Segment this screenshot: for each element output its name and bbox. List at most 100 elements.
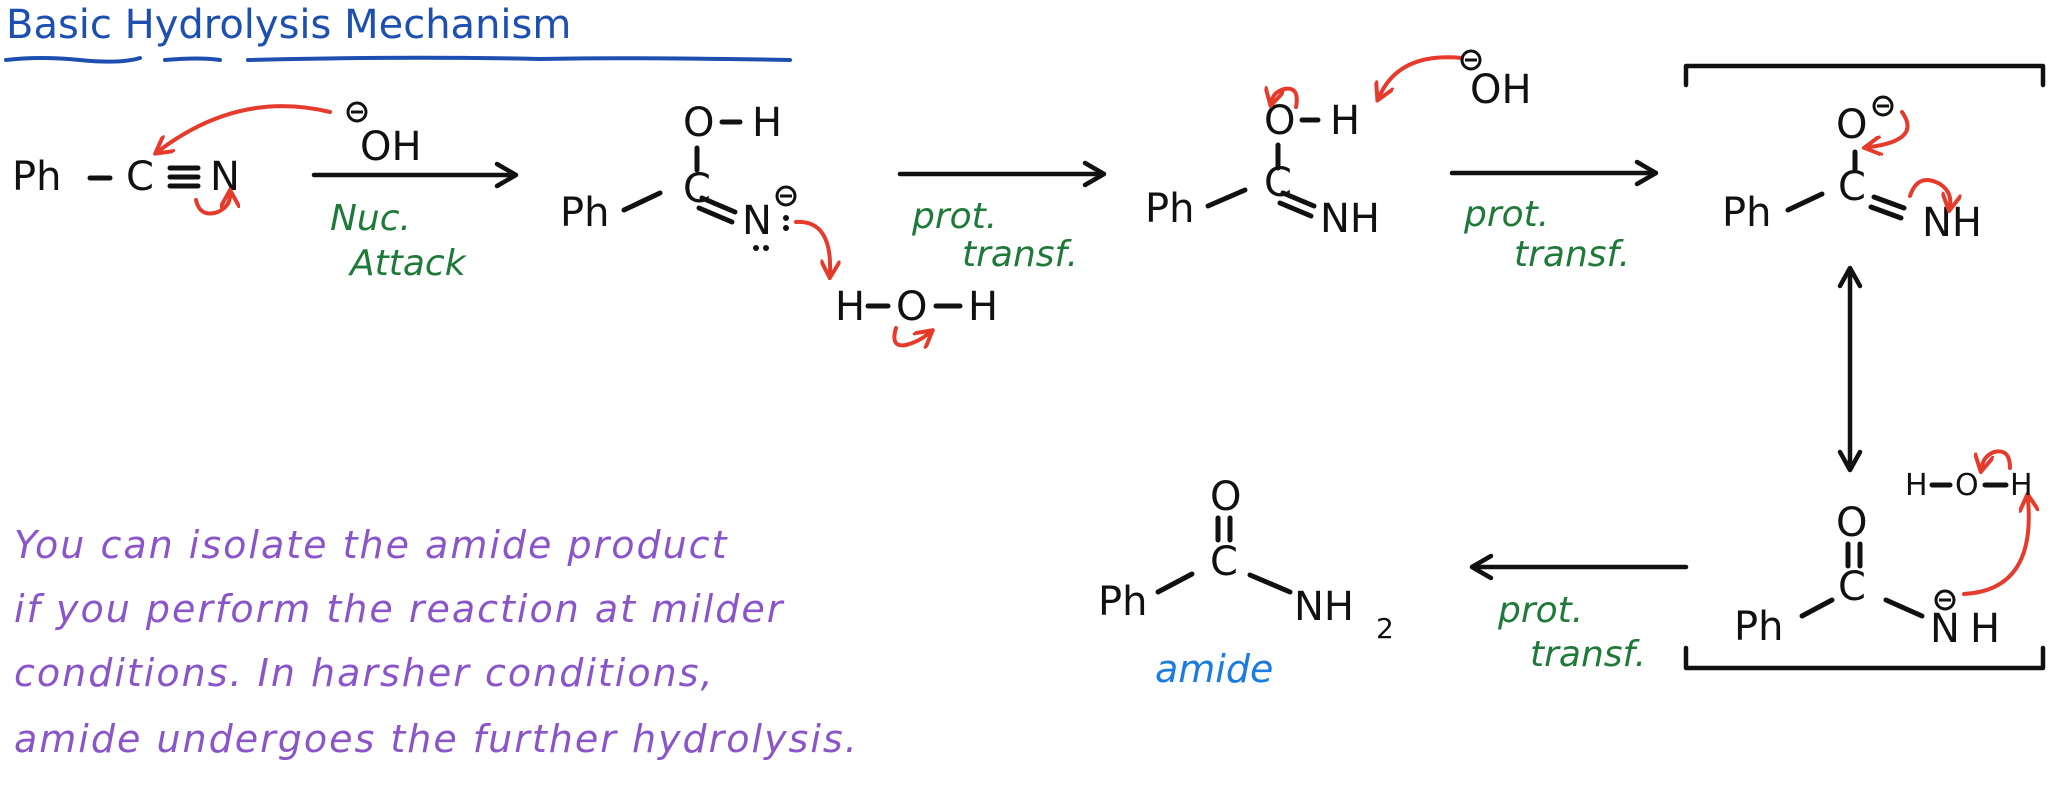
note-line-1: You can isolate the amide product — [14, 523, 729, 567]
atom-n: N — [742, 198, 772, 244]
step-label-1b: Attack — [348, 243, 468, 284]
atom-ph: Ph — [560, 190, 609, 236]
atom-o: O — [1836, 102, 1867, 148]
title-text: Basic Hydrolysis Mechanism — [6, 2, 571, 48]
resonance-arrow-icon — [1837, 265, 1863, 473]
atom-c: C — [1264, 160, 1292, 206]
attack-arrow-icon — [160, 104, 332, 150]
imidic-acid-structure: O H C Ph NH — [1145, 55, 1464, 242]
imidate-anion-structure: O H C Ph N — [560, 100, 830, 272]
lone-pair-dot — [783, 225, 789, 231]
atom-nh: NH — [1294, 584, 1354, 630]
atom-c: C — [683, 166, 711, 212]
atom-nh: NH — [1320, 196, 1380, 242]
step-label-1a: Nuc. — [330, 198, 411, 239]
oh-bond-arrow-icon — [1982, 449, 2012, 468]
ph-c-bond — [1799, 597, 1835, 619]
note-text: You can isolate the amide product if you… — [14, 523, 859, 761]
atom-ph: Ph — [12, 154, 61, 200]
deprotonation-arrow-icon — [794, 219, 830, 272]
atom-h: H — [1330, 98, 1360, 144]
resonance-bracket — [1683, 63, 2046, 671]
atom-c: C — [1838, 564, 1866, 610]
reagent-hydroxide-2: OH — [1460, 49, 1532, 113]
resonance-bottom-structure: O C Ph N H — [1734, 500, 2029, 652]
lone-pair-dot — [763, 245, 769, 251]
atom-ph: Ph — [1722, 190, 1771, 236]
reaction-arrow-4 — [1469, 553, 1689, 581]
step-label-3a: prot. — [1463, 194, 1549, 235]
atom-ph: Ph — [1098, 579, 1147, 625]
proton-abstraction-arrow-icon — [1380, 55, 1464, 95]
amide-label: amide — [1155, 647, 1273, 691]
atom-o: O — [1264, 98, 1295, 144]
reaction-arrow-3 — [1449, 159, 1659, 187]
amide-structure: O C Ph NH 2 — [1098, 474, 1394, 645]
negative-charge-icon — [1872, 95, 1894, 117]
negative-charge-icon — [1934, 589, 1956, 611]
reaction-arrow-2 — [897, 160, 1107, 188]
step-label-2a: prot. — [911, 196, 997, 237]
lone-pair-dot — [753, 245, 759, 251]
water-1: H O H — [835, 284, 998, 345]
water-o: O — [1955, 468, 1979, 503]
step-label-4a: prot. — [1497, 590, 1583, 631]
step-label-2b: transf. — [962, 234, 1078, 275]
atom-o: O — [1836, 500, 1867, 546]
step-label-3b: transf. — [1514, 234, 1630, 275]
negative-charge-icon — [346, 101, 368, 123]
water-h1: H — [1905, 468, 1928, 503]
atom-o: O — [683, 100, 714, 146]
title-underline — [4, 55, 792, 64]
note-line-3: conditions. In harsher conditions, — [14, 651, 715, 695]
ph-c-bond — [1205, 187, 1248, 209]
ph-c-bond — [621, 190, 663, 213]
note-line-2: if you perform the reaction at milder — [14, 587, 785, 631]
hydroxide-text: OH — [360, 124, 422, 170]
double-bond-1 — [1871, 194, 1907, 211]
negative-charge-icon — [775, 185, 797, 207]
subscript-2: 2 — [1376, 612, 1394, 645]
water-h2: H — [968, 284, 998, 330]
double-bond-1 — [1280, 190, 1317, 209]
negative-charge-icon — [1460, 49, 1482, 71]
atom-ph: Ph — [1145, 186, 1194, 232]
hydroxide-text: OH — [1470, 67, 1532, 113]
step-label-4b: transf. — [1530, 634, 1646, 675]
atom-c: C — [1210, 539, 1238, 585]
resonance-top-structure: O C Ph NH — [1722, 95, 1982, 246]
atom-c: C — [126, 154, 154, 200]
c-n-bond — [1247, 572, 1293, 595]
oh-bond-arrow-icon — [1272, 89, 1299, 107]
proton-grab-arrow-icon — [1962, 500, 2029, 596]
reaction-arrow-1 — [311, 161, 519, 189]
ph-c-bond — [1785, 191, 1825, 213]
water-2: H O H — [1905, 449, 2033, 503]
water-o: O — [896, 284, 927, 330]
atom-nh: NH — [1922, 200, 1982, 246]
atom-o: O — [1210, 474, 1241, 520]
pi-bond-arrow-icon — [194, 196, 230, 216]
double-bond-2 — [696, 205, 735, 225]
double-bond-1 — [699, 195, 738, 215]
nitrile-structure: Ph C N — [12, 104, 332, 216]
pi-bond-shift-arrow-icon — [1908, 178, 1950, 205]
double-bond-2 — [1277, 200, 1314, 219]
atom-c: C — [1838, 164, 1866, 210]
lone-pair-dot — [783, 215, 789, 221]
atom-n: N — [210, 154, 240, 200]
atom-ph: Ph — [1734, 604, 1783, 650]
ph-c-bond — [1155, 571, 1195, 595]
reagent-hydroxide-1: OH — [346, 101, 422, 170]
water-h1: H — [835, 284, 865, 330]
water-h2: H — [2010, 468, 2033, 503]
note-line-4: amide undergoes the further hydrolysis. — [14, 717, 859, 761]
double-bond-2 — [1868, 204, 1904, 221]
atom-h: H — [752, 100, 782, 146]
atom-n: N — [1930, 606, 1960, 652]
lone-pair-push-arrow-icon — [1870, 110, 1910, 147]
atom-h: H — [1970, 606, 2000, 652]
bond-break-arrow-icon — [892, 326, 928, 345]
c-n-bond — [1883, 597, 1925, 619]
